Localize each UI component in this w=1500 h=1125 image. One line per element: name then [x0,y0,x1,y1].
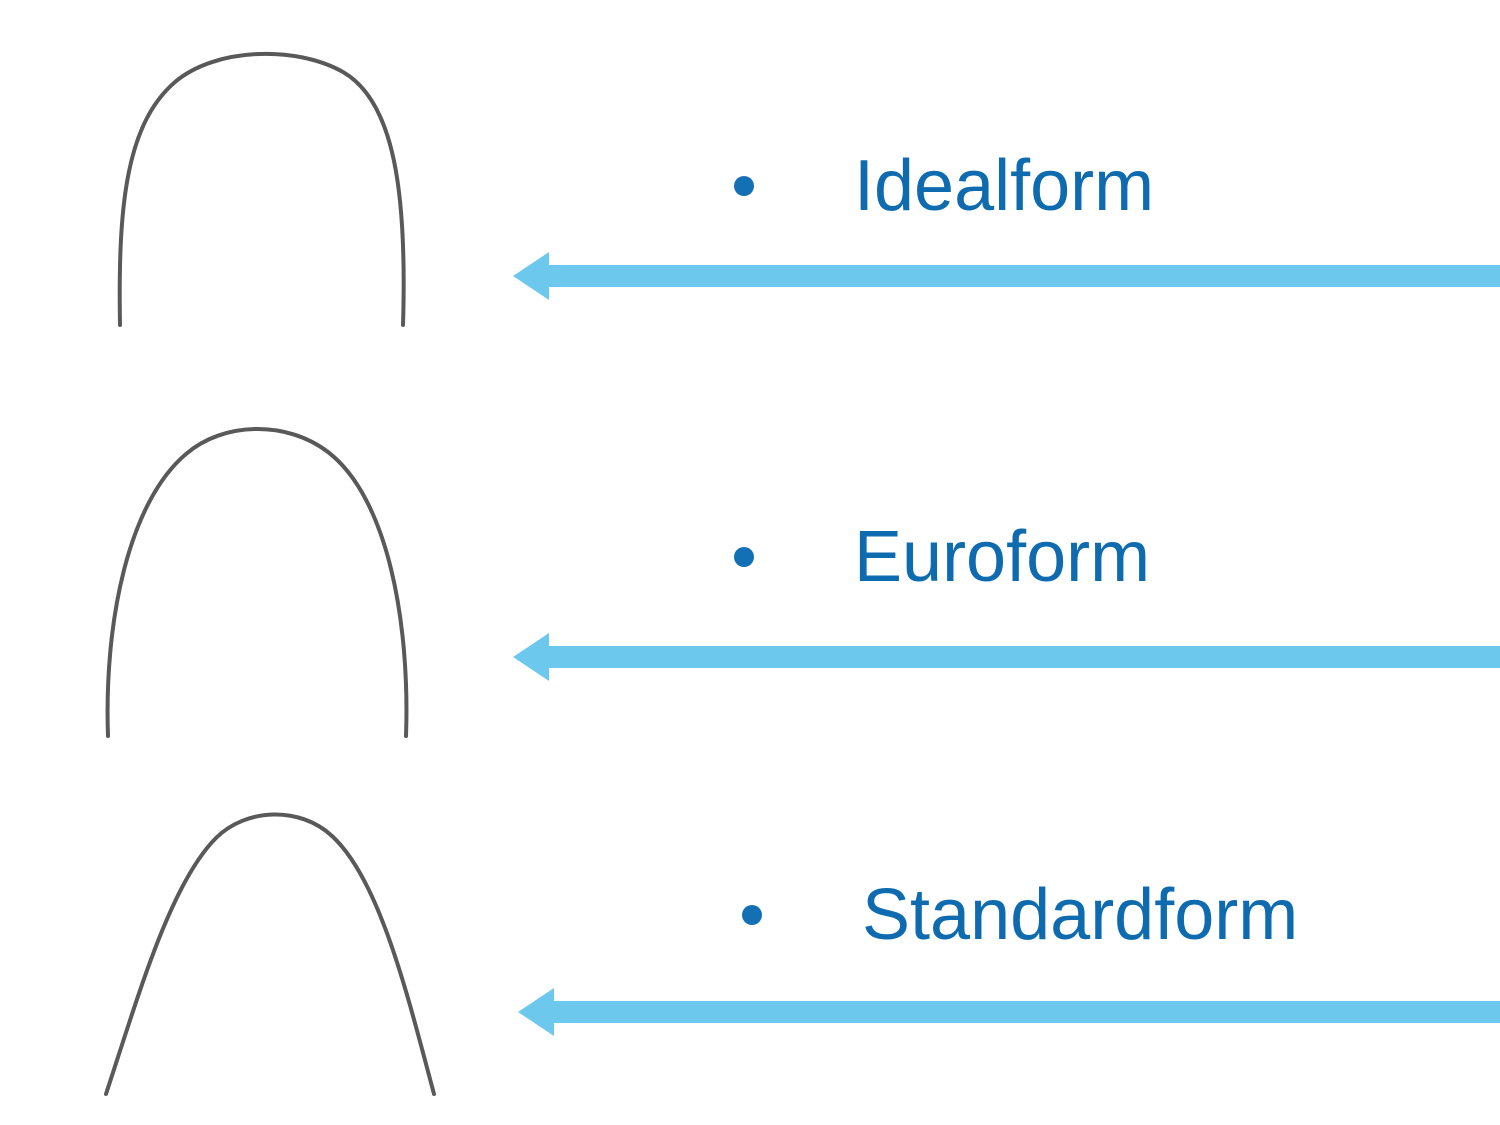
bullet-label-standardform: Standardform [862,875,1299,955]
arrow-left-idealform-graphic [513,252,1500,300]
bullet-dot-icon [734,547,754,567]
archwire-idealform-graphic [117,51,406,327]
arrow-left-euroform-graphic [513,633,1500,681]
arrow-left-euroform [513,631,1500,683]
bullet-item-idealform: Idealform [734,150,1154,222]
bullet-label-idealform: Idealform [854,146,1155,226]
arrow-left-standardform [518,986,1500,1038]
archwire-euroform-graphic [105,427,409,738]
arrow-left-idealform [513,250,1500,302]
archwire-standardform [88,792,458,1102]
archwire-standardform-graphic [104,812,436,1096]
bullet-dot-icon [742,905,762,925]
archwire-euroform [88,408,438,743]
bullet-label-euroform: Euroform [854,517,1151,597]
archwire-idealform [95,20,445,340]
bullet-dot-icon [734,176,754,196]
bullet-item-euroform: Euroform [734,521,1150,593]
arrow-left-standardform-graphic [518,988,1500,1036]
bullet-item-standardform: Standardform [742,879,1298,951]
